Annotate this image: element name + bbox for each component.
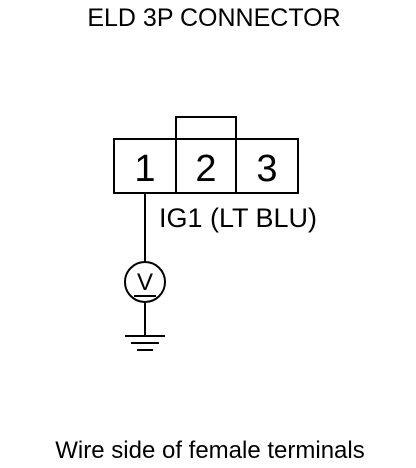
wire-label: IG1 (LT BLU) xyxy=(159,203,317,233)
diagram-title: ELD 3P CONNECTOR xyxy=(87,4,340,32)
voltmeter-icon: V xyxy=(124,261,166,303)
pin-2-label: 2 xyxy=(195,148,216,190)
ground-icon xyxy=(125,335,165,351)
connector-lock-tab xyxy=(175,116,237,140)
pin-1-label: 1 xyxy=(134,148,155,190)
connector xyxy=(113,116,299,194)
connector-housing xyxy=(113,138,299,194)
footer-caption: Wire side of female terminals xyxy=(55,437,364,464)
voltmeter-symbol: V xyxy=(137,269,153,296)
pin-3-label: 3 xyxy=(256,148,277,190)
